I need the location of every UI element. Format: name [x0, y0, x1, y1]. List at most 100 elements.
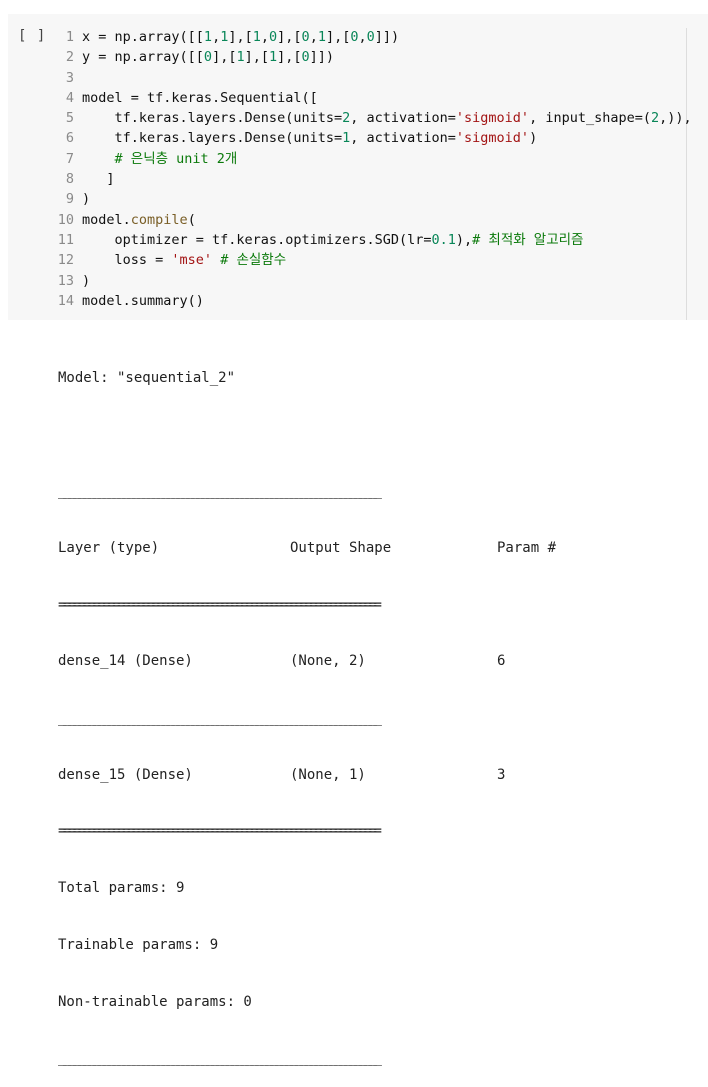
code-token: , input_shape=( [529, 110, 651, 127]
code-token: ],[ [277, 29, 302, 45]
code-text: model.compile( [82, 210, 196, 230]
non-trainable-params: Non-trainable params: 0 [58, 993, 252, 1010]
code-number: 1 [317, 29, 326, 45]
code-token: model. [82, 211, 131, 228]
code-text: model = tf.keras.Sequential([ [82, 88, 318, 108]
summary-row: dense_15 (Dense) (None, 1) 3 [58, 766, 578, 785]
code-token: ) [82, 191, 91, 208]
code-string: 'mse' [171, 252, 213, 269]
code-string: 'sigmoid' [455, 110, 530, 127]
header-output-shape: Output Shape [290, 539, 392, 556]
code-text: ) [82, 271, 90, 291]
code-token: , [309, 29, 318, 45]
code-number: 1 [252, 29, 261, 45]
total-params: Total params: 9 [58, 880, 185, 897]
code-number: 0 [366, 29, 375, 45]
header-layer: Layer (type) [58, 539, 160, 556]
code-line[interactable]: 12 loss = 'mse' # 손실함수 [52, 250, 692, 270]
code-comment: # 손실함수 [220, 252, 287, 269]
divider-dash: ________________________________________… [58, 483, 382, 500]
code-line[interactable]: 11 optimizer = tf.keras.optimizers.SGD(l… [52, 230, 692, 250]
line-number: 14 [57, 292, 74, 309]
code-token: ]]) [374, 29, 400, 45]
row-layer: dense_14 (Dense) [58, 653, 193, 670]
code-text: ) [82, 189, 90, 209]
code-token: tf.keras.layers.Dense(units= [82, 110, 343, 127]
row-layer: dense_15 (Dense) [58, 766, 193, 783]
code-number: 0.1 [431, 231, 456, 248]
code-number: 1 [203, 29, 213, 45]
line-number: 12 [57, 252, 74, 269]
summary-header-row: Layer (type) Output Shape Param # [58, 539, 578, 558]
code-line[interactable]: 9) [52, 189, 692, 209]
code-token: x = np.array([[ [82, 29, 204, 45]
code-token: y = np.array([[ [82, 49, 204, 66]
code-token: , [212, 29, 221, 45]
divider-dash: ________________________________________… [58, 710, 382, 727]
line-number: 4 [65, 89, 74, 106]
divider-dash: ________________________________________… [58, 1050, 382, 1067]
code-number: 2 [650, 110, 660, 127]
code-token: ],[ [244, 49, 269, 66]
line-number: 3 [65, 69, 74, 86]
code-line[interactable]: 10 model.compile( [52, 210, 692, 230]
row-param: 6 [497, 653, 506, 670]
code-token: , activation= [350, 110, 456, 127]
line-number: 10 [57, 211, 74, 228]
code-text: tf.keras.layers.Dense(units= 2 , activatio… [82, 108, 692, 128]
code-comment: # 은닉층 unit 2개 [114, 150, 238, 167]
code-line[interactable]: 14 model.summary() [52, 291, 692, 311]
code-line[interactable]: 5 tf.keras.layers.Dense(units=2, activat… [52, 108, 692, 128]
code-token: ],[ [325, 29, 351, 45]
code-token: compile [130, 211, 188, 228]
line-number: 2 [65, 49, 74, 66]
code-line[interactable]: 6 tf.keras.layers.Dense(units=1, activat… [52, 128, 692, 148]
row-output-shape: (None, 1) [290, 766, 366, 783]
code-line[interactable]: 4 model = tf.keras.Sequential([ [52, 88, 692, 108]
header-param: Param # [497, 539, 557, 556]
code-token: ]]) [309, 49, 335, 66]
code-token: ] [82, 171, 115, 188]
code-token: model = tf.keras.Sequential([ [82, 89, 318, 106]
code-text: loss = 'mse' # 손실함수 [82, 250, 287, 270]
row-output-shape: (None, 2) [290, 653, 366, 670]
code-token [212, 252, 220, 268]
row-param: 3 [497, 766, 506, 783]
code-token: model.summary() [82, 292, 204, 309]
code-token: ,)), [659, 110, 692, 127]
cell-scrollbar[interactable] [686, 28, 687, 320]
code-string: 'sigmoid' [455, 130, 530, 147]
code-token [82, 151, 115, 167]
code-text: optimizer = tf.keras.optimizers.SGD(lr=0… [82, 230, 584, 250]
line-number: 7 [65, 150, 74, 167]
code-line[interactable]: 13) [52, 271, 692, 291]
line-number: 11 [57, 231, 74, 248]
code-text: model.summary() [82, 291, 204, 311]
code-number: 1 [220, 29, 229, 45]
run-cell-button[interactable]: [ ] [18, 28, 47, 44]
code-token: tf.keras.layers.Dense(units= [82, 130, 343, 147]
code-number: 0 [203, 49, 213, 66]
model-name-line: Model: "sequential_2" [58, 369, 236, 386]
line-number: 6 [65, 130, 74, 147]
line-number: 8 [65, 171, 74, 188]
code-token: loss = [82, 252, 172, 269]
cell-output: Model: "sequential_2" __________________… [58, 331, 578, 1087]
code-number: 0 [301, 29, 310, 45]
code-line[interactable]: 3 [52, 68, 692, 88]
code-line[interactable]: 7 # 은닉층 unit 2개 [52, 149, 692, 169]
code-token: ( [187, 211, 196, 228]
code-line[interactable]: 8 ] [52, 169, 692, 189]
code-text: ] [82, 169, 115, 189]
line-number: 1 [65, 29, 74, 45]
code-cell[interactable] [8, 14, 708, 320]
summary-row: dense_14 (Dense) (None, 2) 6 [58, 652, 578, 671]
line-number: 13 [57, 272, 74, 289]
code-number: 0 [350, 29, 359, 45]
divider-eq: ========================================… [58, 596, 382, 613]
code-number: 0 [269, 29, 278, 45]
code-token: optimizer = tf.keras.optimizers.SGD(lr= [82, 231, 432, 248]
